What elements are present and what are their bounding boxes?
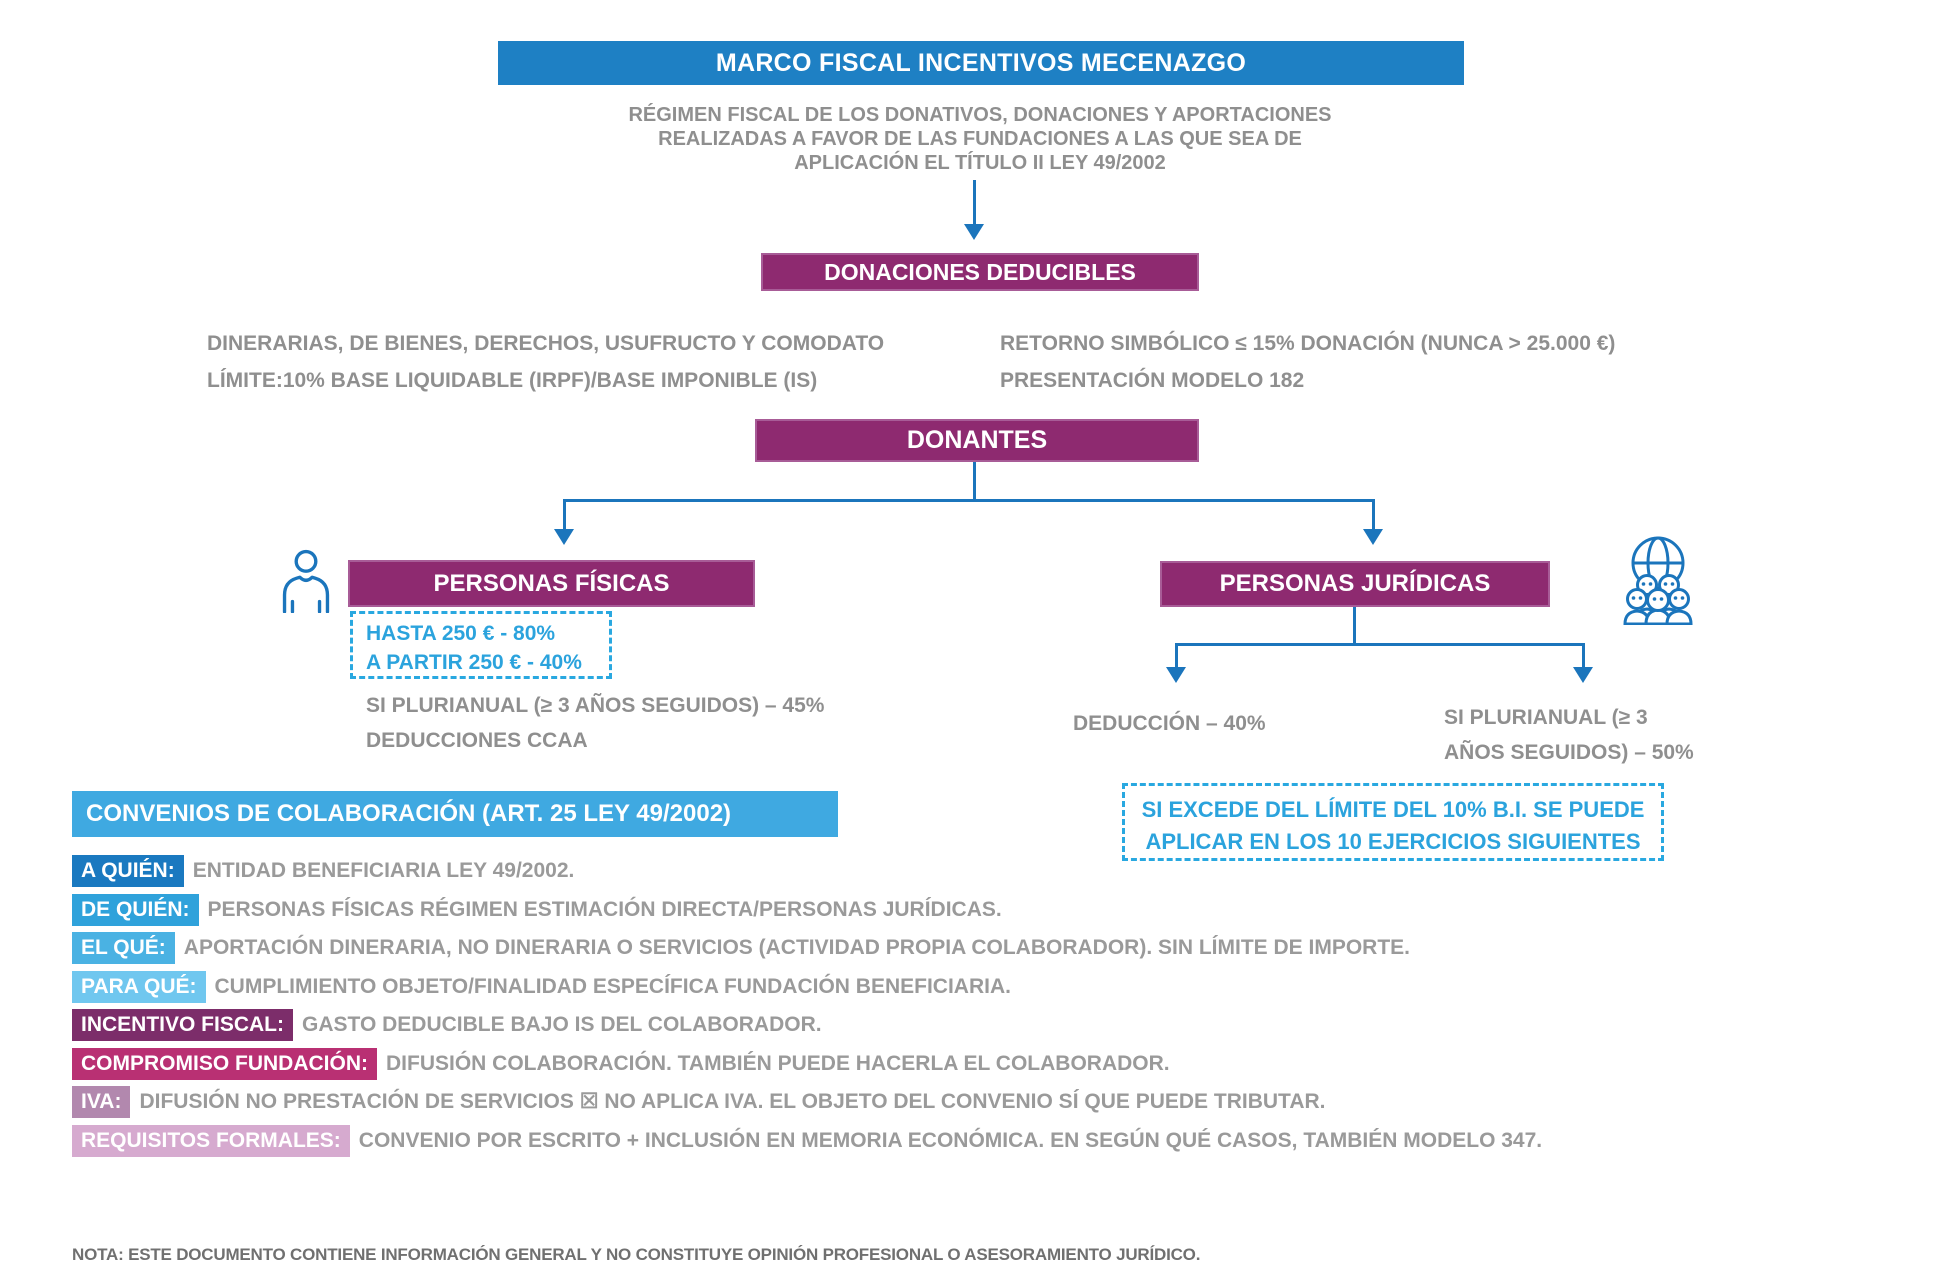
convenio-row: A QUIÉN: ENTIDAD BENEFICIARIA LEY 49/2002… — [72, 855, 574, 887]
convenio-row: PARA QUÉ: CUMPLIMIENTO OBJETO/FINALIDAD E… — [72, 971, 1011, 1003]
excess-line: SI EXCEDE DEL LÍMITE DEL 10% B.I. SE PUE… — [1141, 797, 1645, 822]
row-label: DE QUIÉN: — [72, 894, 199, 926]
convenio-row: DE QUIÉN: PERSONAS FÍSICAS RÉGIMEN ESTIMA… — [72, 894, 1002, 926]
subtitle-line: APLICACIÓN EL TÍTULO II LEY 49/2002 — [794, 152, 1166, 174]
row-label: EL QUÉ: — [72, 932, 175, 964]
connector-line — [1175, 643, 1585, 646]
title-banner: MARCO FISCAL INCENTIVOS MECENAZGO — [498, 41, 1464, 85]
convenios-header: CONVENIOS DE COLABORACIÓN (ART. 25 LEY 4… — [72, 791, 838, 837]
down-arrow-icon — [1166, 667, 1186, 683]
donaciones-deducibles-box: DONACIONES DEDUCIBLES — [761, 253, 1199, 291]
note-line: DEDUCCIONES CCAA — [366, 729, 588, 752]
note-line: SI PLURIANUAL (≥ 3 AÑOS SEGUIDOS) – 45% — [366, 694, 825, 717]
excess-limit-dashed-box: SI EXCEDE DEL LÍMITE DEL 10% B.I. SE PUE… — [1122, 783, 1664, 861]
row-label: PARA QUÉ: — [72, 971, 206, 1003]
row-label: INCENTIVO FISCAL: — [72, 1009, 293, 1041]
fisicas-rates-dashed-box: HASTA 250 € - 80% A PARTIR 250 € - 40% — [350, 611, 612, 679]
rate-line: A PARTIR 250 € - 40% — [366, 651, 582, 674]
fisicas-extra-note: SI PLURIANUAL (≥ 3 AÑOS SEGUIDOS) – 45% … — [366, 688, 824, 758]
donantes-box: DONANTES — [755, 419, 1199, 462]
note-line: DINERARIAS, DE BIENES, DERECHOS, USUFRUC… — [207, 332, 885, 355]
donaciones-deducibles-label: DONACIONES DEDUCIBLES — [824, 259, 1136, 285]
row-text: ENTIDAD BENEFICIARIA LEY 49/2002. — [192, 859, 575, 882]
convenio-row: REQUISITOS FORMALES: CONVENIO POR ESCRITO… — [72, 1125, 1542, 1157]
donantes-label: DONANTES — [906, 426, 1048, 454]
connector-line — [1175, 643, 1178, 669]
connector-line — [973, 462, 976, 501]
convenio-row: COMPROMISO FUNDACIÓN: DIFUSIÓN COLABORACI… — [72, 1048, 1170, 1080]
connector-line — [1353, 607, 1356, 645]
down-arrow-line — [973, 180, 976, 226]
row-text: PERSONAS FÍSICAS RÉGIMEN ESTIMACIÓN DIRE… — [207, 898, 1002, 921]
row-label: IVA: — [72, 1086, 131, 1118]
row-label: A QUIÉN: — [72, 855, 184, 887]
connector-line — [563, 499, 566, 531]
personas-juridicas-label: PERSONAS JURÍDICAS — [1219, 570, 1491, 597]
rate-line: HASTA 250 € - 80% — [366, 622, 556, 645]
convenios-header-label: CONVENIOS DE COLABORACIÓN (ART. 25 LEY 4… — [86, 800, 732, 827]
subtitle: RÉGIMEN FISCAL DE LOS DONATIVOS, DONACIO… — [578, 103, 1382, 175]
donaciones-right-note: RETORNO SIMBÓLICO ≤ 15% DONACIÓN (NUNCA … — [1000, 325, 1615, 399]
page-title: MARCO FISCAL INCENTIVOS MECENAZGO — [715, 49, 1247, 77]
connector-line — [563, 499, 1375, 502]
down-arrow-icon — [554, 529, 574, 545]
personas-fisicas-label: PERSONAS FÍSICAS — [433, 570, 670, 597]
row-text: CONVENIO POR ESCRITO + INCLUSIÓN EN MEMO… — [358, 1129, 1543, 1152]
note-line: PRESENTACIÓN MODELO 182 — [1000, 369, 1305, 392]
row-label: REQUISITOS FORMALES: — [72, 1125, 350, 1157]
note-line: LÍMITE:10% BASE LIQUIDABLE (IRPF)/BASE I… — [207, 369, 818, 392]
note-line: AÑOS SEGUIDOS) – 50% — [1444, 741, 1694, 764]
row-text: DIFUSIÓN NO PRESTACIÓN DE SERVICIOS ☒ NO… — [139, 1090, 1326, 1113]
excess-line: APLICAR EN LOS 10 EJERCICIOS SIGUIENTES — [1145, 829, 1641, 854]
down-arrow-icon — [1363, 529, 1383, 545]
note-line: SI PLURIANUAL (≥ 3 — [1444, 706, 1648, 729]
organization-icon — [1618, 533, 1698, 625]
personas-fisicas-box: PERSONAS FÍSICAS — [348, 560, 755, 607]
row-text: GASTO DEDUCIBLE BAJO IS DEL COLABORADOR. — [302, 1013, 822, 1036]
down-arrow-icon — [964, 224, 984, 240]
juridicas-deduction-note: DEDUCCIÓN – 40% — [1073, 705, 1266, 742]
down-arrow-icon — [1573, 667, 1593, 683]
juridicas-plurianual-note: SI PLURIANUAL (≥ 3 AÑOS SEGUIDOS) – 50% — [1444, 700, 1694, 770]
footer-note: NOTA: ESTE DOCUMENTO CONTIENE INFORMACIÓ… — [72, 1245, 1201, 1264]
personas-juridicas-box: PERSONAS JURÍDICAS — [1160, 561, 1550, 607]
convenio-row: IVA: DIFUSIÓN NO PRESTACIÓN DE SERVICIOS … — [72, 1086, 1325, 1118]
donaciones-left-note: DINERARIAS, DE BIENES, DERECHOS, USUFRUC… — [207, 325, 884, 399]
person-icon — [278, 549, 334, 613]
connector-line — [1582, 643, 1585, 669]
note-line: RETORNO SIMBÓLICO ≤ 15% DONACIÓN (NUNCA … — [1000, 332, 1616, 355]
convenio-row: EL QUÉ: APORTACIÓN DINERARIA, NO DINERARI… — [72, 932, 1410, 964]
row-label: COMPROMISO FUNDACIÓN: — [72, 1048, 377, 1080]
row-text: APORTACIÓN DINERARIA, NO DINERARIA O SER… — [183, 936, 1411, 959]
convenio-row: INCENTIVO FISCAL: GASTO DEDUCIBLE BAJO IS… — [72, 1009, 822, 1041]
row-text: DIFUSIÓN COLABORACIÓN. TAMBIÉN PUEDE HAC… — [386, 1052, 1170, 1075]
connector-line — [1372, 499, 1375, 531]
row-text: CUMPLIMIENTO OBJETO/FINALIDAD ESPECÍFICA… — [214, 975, 1011, 998]
note-line: DEDUCCIÓN – 40% — [1073, 712, 1266, 735]
subtitle-line: REALIZADAS A FAVOR DE LAS FUNDACIONES A … — [658, 128, 1302, 150]
subtitle-line: RÉGIMEN FISCAL DE LOS DONATIVOS, DONACIO… — [628, 104, 1332, 126]
